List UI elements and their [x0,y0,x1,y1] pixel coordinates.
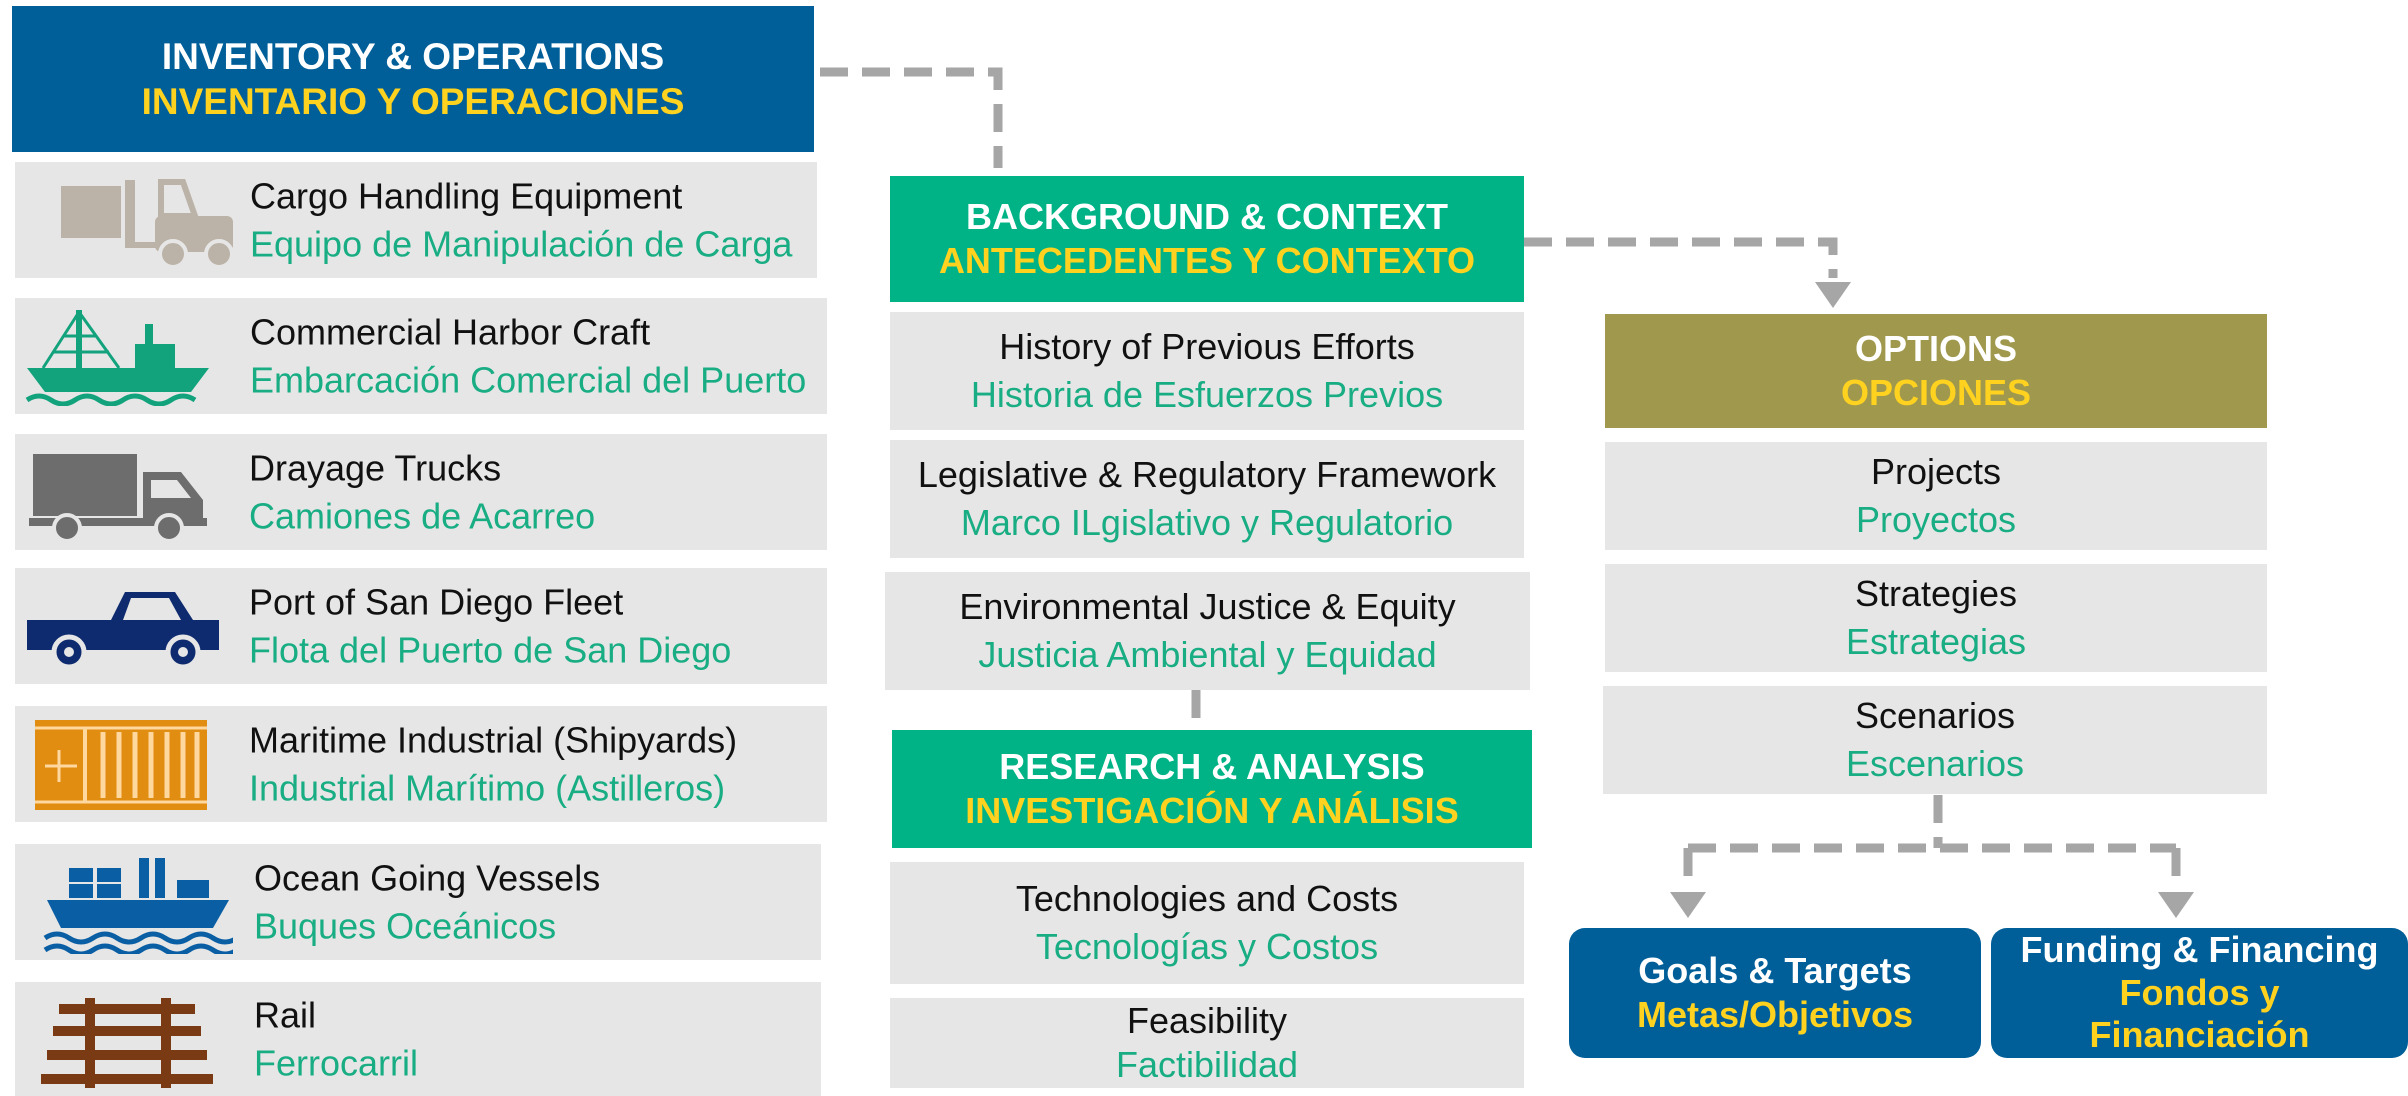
inventory-item-es: Buques Oceánicos [254,905,557,946]
inventory-item-es: Camiones de Acarreo [249,495,596,536]
inventory-item-en: Port of San Diego Fleet [249,581,624,623]
item-es: Estrategias [1845,621,2027,662]
inventory-item-en: Commercial Harbor Craft [250,311,651,353]
railroad-track-icon [41,998,213,1088]
options-title-en: OPTIONS [1854,328,2018,370]
inventory-item-port-fleet: Port of San Diego Fleet Flota del Puerto… [15,568,827,684]
inventory-header: INVENTORY & OPERATIONS INVENTARIO Y OPER… [12,6,814,152]
options-title-es: OPCIONES [1840,372,2032,413]
background-title-es: ANTECEDENTES Y CONTEXTO [938,240,1476,281]
inventory-item-harbor-craft: Commercial Harbor Craft Embarcación Come… [15,298,827,414]
inventory-item-es: Ferrocarril [254,1042,419,1083]
research-title-es: INVESTIGACIÓN Y ANÁLISIS [965,790,1459,831]
item-en: History of Previous Efforts [999,326,1415,368]
goals-es: Metas/Objetivos [1636,994,1914,1035]
item-es: Justicia Ambiental y Equidad [978,634,1437,675]
background-item-legislative: Legislative & Regulatory Framework Marco… [890,440,1524,558]
background-header: BACKGROUND & CONTEXT ANTECEDENTES Y CONT… [890,176,1524,302]
item-es: Factibilidad [1115,1044,1299,1085]
funding-financing-box: Funding & Financing Fondos y Financiació… [1991,928,2408,1058]
item-en: Strategies [1854,573,2018,615]
item-es: Tecnologías y Costos [1035,926,1379,967]
item-en: Scenarios [1854,695,2016,737]
inventory-item-es: Industrial Marítimo (Astilleros) [249,767,726,808]
shipping-container-icon [35,720,207,810]
inventory-item-en: Cargo Handling Equipment [250,175,683,217]
inventory-item-en: Ocean Going Vessels [254,857,601,899]
inventory-item-shipyards: Maritime Industrial (Shipyards) Industri… [15,706,827,822]
options-item-scenarios: Scenarios Escenarios [1603,686,2267,794]
inventory-item-es: Equipo de Manipulación de Carga [250,223,793,264]
goals-targets-box: Goals & Targets Metas/Objetivos [1569,928,1981,1058]
item-es: Proyectos [1855,499,2017,540]
options-item-strategies: Strategies Estrategias [1605,564,2267,672]
inventory-item-rail: Rail Ferrocarril [15,982,821,1096]
research-title-en: RESEARCH & ANALYSIS [999,746,1425,788]
research-header: RESEARCH & ANALYSIS INVESTIGACIÓN Y ANÁL… [892,730,1532,848]
item-es: Marco ILgislativo y Regulatorio [960,502,1454,543]
options-header: OPTIONS OPCIONES [1605,314,2267,428]
inventory-item-ocean-vessels: Ocean Going Vessels Buques Oceánicos [15,844,821,960]
background-item-history: History of Previous Efforts Historia de … [890,312,1524,430]
options-item-projects: Projects Proyectos [1605,442,2267,550]
goals-en: Goals & Targets [1638,950,1912,992]
item-en: Feasibility [1126,1000,1288,1042]
inventory-item-en: Drayage Trucks [249,447,502,489]
pickup-truck-icon [27,592,219,670]
item-en: Legislative & Regulatory Framework [917,454,1497,496]
inventory-item-cargo-handling: Cargo Handling Equipment Equipo de Manip… [15,162,817,278]
inventory-item-en: Maritime Industrial (Shipyards) [249,719,738,761]
item-es: Historia de Esfuerzos Previos [970,374,1444,415]
funding-es-line1: Fondos y [2119,971,2280,1013]
item-en: Projects [1870,451,2002,493]
cargo-ship-icon [43,858,233,954]
item-en: Technologies and Costs [1015,878,1399,920]
fishing-boat-icon [25,310,209,406]
funding-en: Funding & Financing [2020,929,2379,971]
inventory-item-en: Rail [254,994,317,1036]
item-en: Environmental Justice & Equity [959,586,1456,628]
truck-icon [29,454,207,542]
funding-es-line2: Financiación [2089,1014,2310,1056]
background-title-en: BACKGROUND & CONTEXT [966,196,1448,238]
item-es: Escenarios [1845,743,2025,784]
forklift-icon [61,179,234,266]
inventory-title-en: INVENTORY & OPERATIONS [161,35,665,77]
research-item-technologies: Technologies and Costs Tecnologías y Cos… [890,862,1524,984]
inventory-item-es: Embarcación Comercial del Puerto [250,359,807,400]
inventory-item-drayage-trucks: Drayage Trucks Camiones de Acarreo [15,434,827,550]
inventory-title-es: INVENTARIO Y OPERACIONES [141,81,685,122]
background-item-environmental-justice: Environmental Justice & Equity Justicia … [885,572,1530,690]
inventory-item-es: Flota del Puerto de San Diego [249,629,732,670]
research-item-feasibility: Feasibility Factibilidad [890,998,1524,1088]
